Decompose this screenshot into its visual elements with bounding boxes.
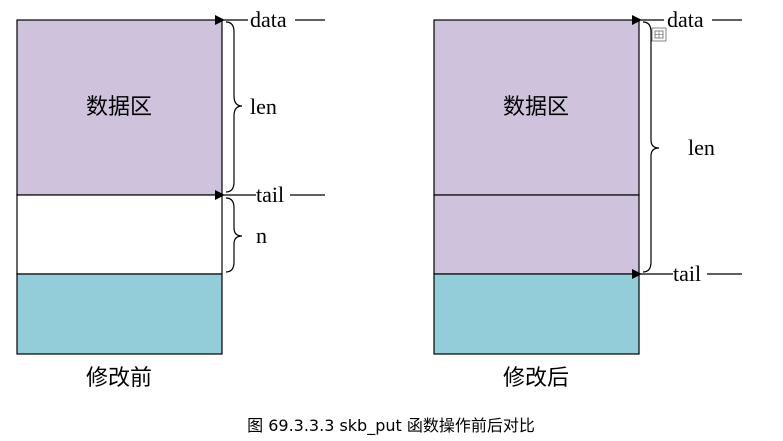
- before-n-label: n: [256, 223, 267, 248]
- before-data-region: [16, 19, 223, 196]
- before-len-brace: [225, 21, 243, 193]
- after-tailroom: [433, 273, 640, 355]
- before-tail-pointer-label: tail: [256, 182, 284, 207]
- before-n-brace: [225, 197, 243, 273]
- after-len-label: len: [688, 135, 715, 160]
- before-buffer: 数据区: [16, 19, 223, 355]
- figure-caption: 图 69.3.3.3 skb_put 函数操作前后对比: [247, 416, 535, 436]
- before-tailroom: [16, 273, 223, 355]
- before-data-region-label: 数据区: [86, 95, 152, 120]
- after-tail-pointer-label: tail: [673, 261, 701, 286]
- image-frame-icon: [651, 27, 667, 42]
- after-data-region-label: 数据区: [503, 95, 569, 120]
- before-data-pointer-label: data: [250, 7, 287, 32]
- after-len-brace: [642, 21, 660, 273]
- after-buffer: 数据区: [433, 19, 640, 355]
- after-added-data-region: [433, 194, 640, 275]
- after-data-pointer-label: data: [667, 7, 704, 32]
- before-len-label: len: [250, 94, 277, 119]
- before-caption: 修改前: [86, 366, 152, 391]
- after-caption: 修改后: [503, 366, 569, 391]
- before-added-room: [16, 194, 223, 275]
